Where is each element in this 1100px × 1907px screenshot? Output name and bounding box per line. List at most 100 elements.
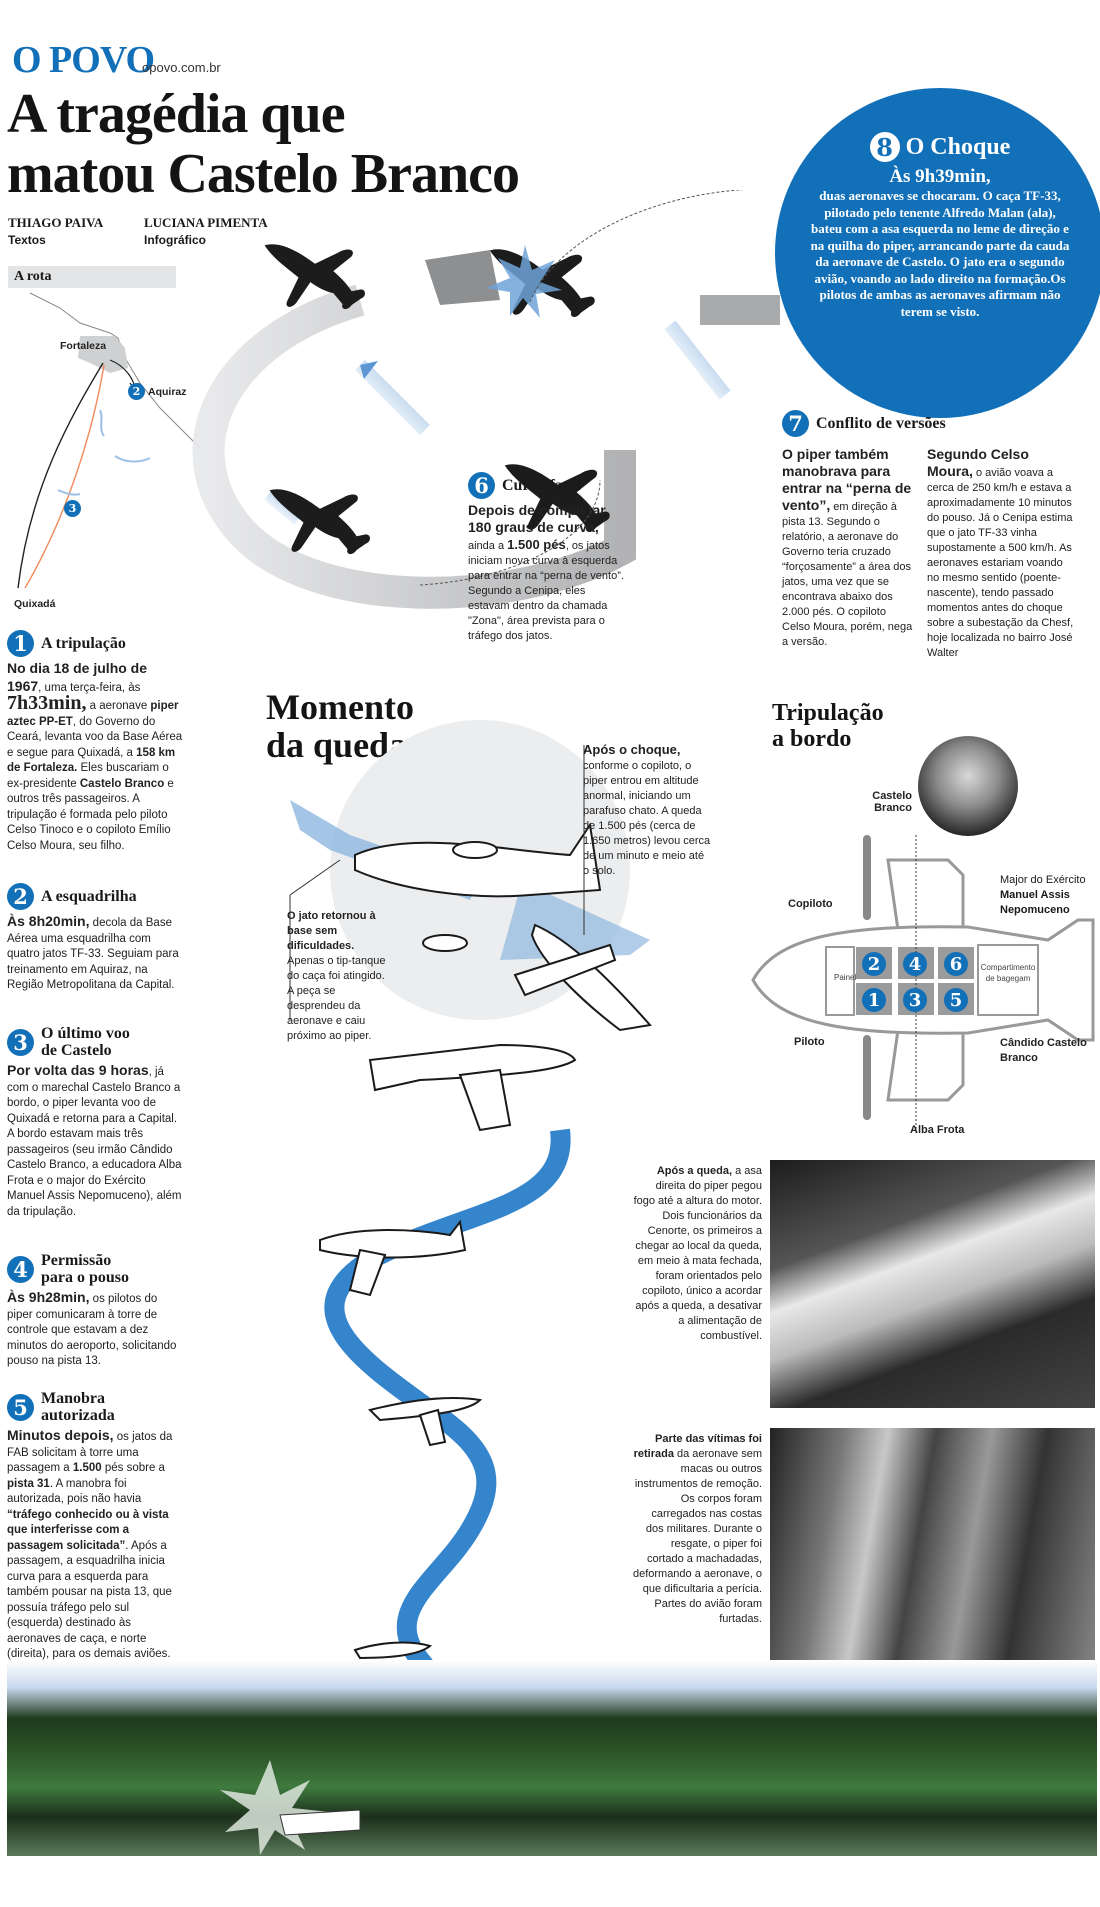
step-3-icon: 3 — [7, 1028, 34, 1056]
piper-outline-icon — [530, 923, 652, 1032]
credit-infographic: LUCIANA PIMENTA Infográfico — [144, 215, 268, 247]
lead: Às 8h20min, — [7, 913, 90, 929]
lead: Às 9h28min, — [7, 1289, 90, 1305]
credit-author: THIAGO PAIVA Textos — [8, 215, 103, 247]
crash-site-photo — [770, 1160, 1095, 1408]
section-title: O Choque — [905, 133, 1011, 160]
caption-text: Após a queda, a asa direita do piper peg… — [632, 1164, 762, 1344]
section-body: Minutos depois, os jatos da FAB solicita… — [7, 1427, 185, 1663]
falling-piper-2-icon — [319, 1219, 467, 1297]
impact-burst-icon — [486, 245, 562, 318]
section-title: O último voo — [41, 1025, 130, 1042]
section-7-col-2: Segundo Celso Moura, o avião voava a cer… — [927, 447, 1077, 661]
text: a aeronave — [86, 700, 151, 712]
credit-role: Textos — [8, 233, 46, 247]
label-bagagem: Compartimento de bagegam — [980, 963, 1036, 983]
callout-apos-choque: Após o choque, conforme o copiloto, o pi… — [583, 738, 713, 879]
lead: Minutos depois, — [7, 1427, 114, 1443]
map-marker-aquiraz: 2 Aquiraz — [128, 383, 187, 400]
piper-gray-icon — [425, 250, 500, 305]
section-title: de Castelo — [41, 1042, 112, 1059]
section-title: para o pouso — [41, 1269, 130, 1286]
emph: pista 31 — [7, 1477, 50, 1490]
seat-1-icon: 1 — [862, 988, 886, 1012]
lead: Após a queda, — [656, 1165, 733, 1177]
emph: “tráfego conhecido ou à vista que interf… — [7, 1508, 169, 1552]
text: . Após a passagem, a esquadrilha inicia … — [7, 1539, 172, 1661]
lead: No dia 18 de julho de 1967 — [7, 660, 148, 694]
section-7-col-1: O piper também manobrava para entrar na … — [782, 447, 917, 661]
label-piloto: Piloto — [794, 1036, 825, 1048]
text: pés sobre a — [101, 1462, 165, 1474]
step-8-icon: 8 — [869, 132, 900, 162]
crash-impact-icon — [220, 1760, 361, 1855]
seat-2-icon: 2 — [862, 952, 886, 976]
step-4-icon: 4 — [7, 1255, 34, 1283]
lead: Segundo Celso Moura, — [927, 446, 1029, 479]
map-title: A rota — [8, 266, 176, 288]
text: conforme o copiloto, o piper entrou em a… — [583, 760, 711, 877]
callout-time: Às 9h39min, — [889, 166, 991, 187]
section-title: Permissão — [41, 1252, 112, 1269]
callout-text: O jato retornou à base sem dificuldades.… — [287, 909, 387, 1044]
falling-piper-3-icon — [368, 1397, 483, 1447]
formation-diagram — [192, 190, 800, 609]
text: o avião voava a cerca de 250 km/h e esta… — [927, 467, 1074, 659]
text: da aeronave sem macas ou outros instrume… — [632, 1448, 762, 1625]
text: Apenas o tip-tanque do caça foi atingido… — [287, 955, 386, 1042]
section-title: autorizada — [41, 1407, 115, 1424]
credit-name: THIAGO PAIVA — [8, 215, 104, 230]
label-alba-frota: Alba Frota — [910, 1124, 965, 1136]
lead: O jato retornou à base sem dificuldades. — [287, 910, 376, 952]
seat-5-icon: 5 — [944, 988, 968, 1012]
step-5-icon: 5 — [7, 1393, 34, 1421]
headline-line-1: A tragédia que — [7, 83, 346, 145]
credit-role: Infográfico — [144, 233, 206, 247]
emph: piper aztec PP-ET — [7, 700, 179, 728]
lead: Parte das vítimas foi retirada — [633, 1433, 762, 1460]
lead: Por volta das 9 horas — [7, 1062, 149, 1078]
time: 7h33min, — [7, 692, 87, 714]
lead: Após o choque, — [583, 742, 681, 757]
section-title: A esquadrilha — [41, 888, 137, 905]
text: ainda a — [468, 540, 508, 552]
map-label-quixada: Quixadá — [14, 598, 56, 610]
section-title: Conflito de versões — [816, 415, 946, 432]
route-map — [17, 292, 200, 589]
map-label-fortaleza: Fortaleza — [60, 340, 107, 352]
label-painel: Painel — [834, 973, 857, 982]
emph: 158 km de Fortaleza. — [7, 746, 176, 775]
marker-3-icon: 3 — [64, 500, 81, 517]
falling-piper-1-icon — [368, 1043, 577, 1132]
page-title: A tragédia que matou Castelo Branco — [7, 83, 520, 204]
tripulacao-title-line-1: Tripulação — [772, 700, 884, 726]
site-url[interactable]: opovo.com.br — [142, 60, 221, 75]
queda-title-line-1: Momento — [266, 687, 414, 727]
text: em direção à pista 13. Segundo o relatór… — [782, 501, 913, 648]
collision-illustration — [289, 720, 652, 1032]
section-body: No dia 18 de julho de 1967, uma terça-fe… — [7, 660, 185, 854]
rescue-photo — [770, 1428, 1095, 1690]
text: decola da Base Aérea uma esquadrilha com… — [7, 917, 179, 991]
caption-text: Parte das vítimas foi retirada da aerona… — [632, 1432, 762, 1627]
emph: Castelo Branco — [79, 777, 165, 790]
step-2-icon: 2 — [7, 883, 34, 910]
callout-body: duas aeronaves se chocaram. O caça TF-33… — [810, 188, 1070, 319]
text: , já com o marechal Castelo Branco a bor… — [7, 1066, 182, 1218]
text: os jatos da FAB solicitam à torre uma pa… — [7, 1431, 173, 1474]
queda-title: Momento da queda — [266, 688, 414, 764]
emph: 1.500 — [72, 1462, 102, 1474]
lead: O piper também manobrava para entrar na … — [782, 446, 912, 513]
tripulacao-title-line-2: a bordo — [772, 726, 852, 752]
label-major-name: Manuel Assis Nepomuceno — [1000, 889, 1070, 916]
tripulacao-title: Tripulação a bordo — [772, 700, 884, 752]
photo-1-caption: Após a queda, a asa direita do piper peg… — [632, 1160, 762, 1344]
section-body: Por volta das 9 horas, já com o marechal… — [7, 1062, 185, 1220]
marker-2-icon: 2 — [128, 383, 145, 400]
